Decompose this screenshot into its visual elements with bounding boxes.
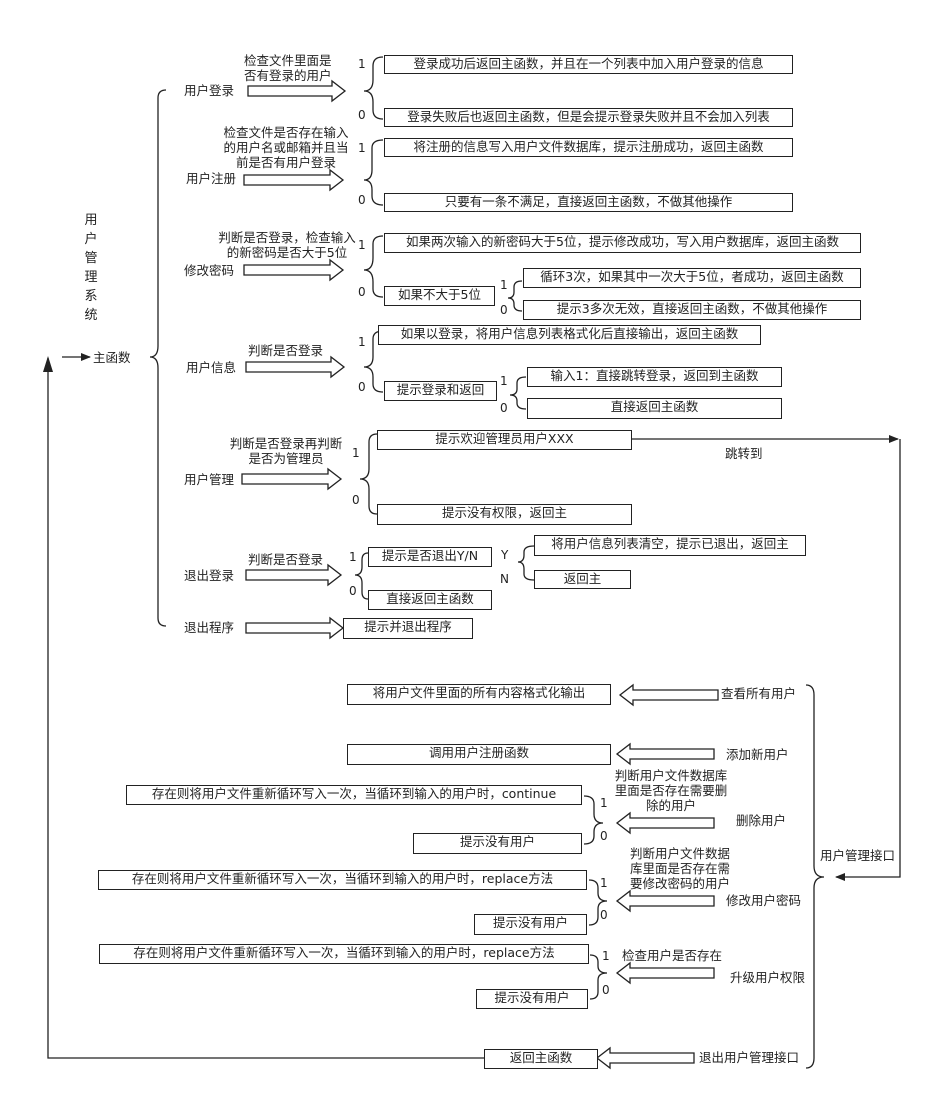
return-loop-arrowhead xyxy=(43,356,53,372)
modify-password-no-box: 提示没有用户 xyxy=(474,914,587,935)
user-info-check: 判断是否登录 xyxy=(248,343,324,358)
view-all-label: 查看所有用户 xyxy=(721,686,797,701)
logout-y-label: Y xyxy=(501,548,509,562)
logout-confirm-box: 提示是否退出Y/N xyxy=(368,547,492,567)
change-password-check: 判断是否登录，检查输入的新密码是否大于5位 xyxy=(218,230,356,260)
decision-braces xyxy=(354,56,535,600)
login-no-box: 登录失败后也返回主函数，但是会提示登录失败并且不会加入列表 xyxy=(384,108,793,127)
user-info-label: 用户信息 xyxy=(186,360,237,375)
login-label: 用户登录 xyxy=(184,83,235,98)
upgrade-permission-no-box: 提示没有用户 xyxy=(476,989,588,1009)
user-manage-denied-box: 提示没有权限，返回主 xyxy=(377,504,632,525)
register-label: 用户注册 xyxy=(186,171,237,186)
delete-user-no-digit: 0 xyxy=(600,829,608,843)
return-loop-line xyxy=(47,358,484,1059)
login-yes-box: 登录成功后返回主函数，并且在一个列表中加入用户登录的信息 xyxy=(384,55,793,74)
change-password-sub-yes-digit: 1 xyxy=(500,278,508,292)
user-info-no-box: 提示登录和返回 xyxy=(384,381,497,401)
logout-clear-box: 将用户信息列表清空，提示已退出，返回主 xyxy=(534,535,806,556)
change-password-yes-box: 如果两次输入的新密码大于5位，提示修改成功，写入用户数据库，返回主函数 xyxy=(384,233,861,253)
user-info-no-digit: 0 xyxy=(358,380,366,394)
change-password-label: 修改密码 xyxy=(184,263,235,278)
modify-password-no-digit: 0 xyxy=(600,908,608,922)
user-info-yes-box: 如果以登录，将用户信息列表格式化后直接输出，返回主函数 xyxy=(378,325,761,345)
user-manage-label: 用户管理 xyxy=(184,472,235,487)
user-info-return-box: 直接返回主函数 xyxy=(527,398,782,419)
admin-braces xyxy=(583,684,825,1069)
change-password-sub-no-digit: 0 xyxy=(500,303,508,317)
change-password-retry-box: 循环3次，如果其中一次大于5位，者成功，返回主函数 xyxy=(523,268,861,288)
logout-check: 判断是否登录 xyxy=(248,552,324,567)
logout-label: 退出登录 xyxy=(184,568,235,583)
user-info-login-box: 输入1：直接跳转登录，返回到主函数 xyxy=(527,367,782,387)
upgrade-permission-label: 升级用户权限 xyxy=(730,970,806,985)
user-info-sub-no-digit: 0 xyxy=(500,401,508,415)
change-password-yes-digit: 1 xyxy=(358,238,366,252)
logout-n-label: N xyxy=(500,572,509,586)
user-manage-welcome-box: 提示欢迎管理员用户XXX xyxy=(377,430,632,450)
upgrade-permission-yes-box: 存在则将用户文件重新循环写入一次，当循环到输入的用户时，replace方法 xyxy=(99,944,589,964)
modify-password-yes-digit: 1 xyxy=(600,876,608,890)
delete-user-yes-box: 存在则将用户文件重新循环写入一次，当循环到输入的用户时，continue xyxy=(126,785,582,805)
delete-user-label: 删除用户 xyxy=(736,813,787,828)
main-brace xyxy=(149,89,167,627)
logout-no-digit: 0 xyxy=(349,584,357,598)
system-title: 用户管理系统 xyxy=(84,213,98,323)
register-no-digit: 0 xyxy=(358,193,366,207)
main-function-label: 主函数 xyxy=(93,350,131,365)
register-check: 检查文件是否存在输入的用户名或邮箱并且当前是否有用户登录 xyxy=(223,125,349,170)
exit-admin-label: 退出用户管理接口 xyxy=(699,1050,800,1065)
delete-user-check: 判断用户文件数据库里面是否存在需要删除的用户 xyxy=(614,768,728,813)
upgrade-permission-no-digit: 0 xyxy=(602,983,610,997)
register-no-box: 只要有一条不满足，直接返回主函数，不做其他操作 xyxy=(384,193,793,212)
quit-label: 退出程序 xyxy=(184,620,235,635)
exit-admin-box: 返回主函数 xyxy=(484,1049,598,1069)
login-yes-digit: 1 xyxy=(358,57,366,71)
modify-password-yes-box: 存在则将用户文件重新循环写入一次，当循环到输入的用户时，replace方法 xyxy=(98,870,587,890)
user-info-yes-digit: 1 xyxy=(358,335,366,349)
upgrade-permission-yes-digit: 1 xyxy=(602,949,610,963)
jump-label: 跳转到 xyxy=(725,446,763,461)
register-yes-box: 将注册的信息写入用户文件数据库，提示注册成功，返回主函数 xyxy=(384,138,793,157)
modify-password-label: 修改用户密码 xyxy=(726,893,802,908)
jump-down-arrow xyxy=(835,439,901,881)
login-check: 检查文件里面是否有登录的用户 xyxy=(244,53,332,83)
view-all-box: 将用户文件里面的所有内容格式化输出 xyxy=(347,684,611,705)
user-manage-yes-digit: 1 xyxy=(352,446,360,460)
upgrade-permission-check: 检查用户是否存在 xyxy=(622,948,723,963)
register-yes-digit: 1 xyxy=(358,141,366,155)
delete-user-yes-digit: 1 xyxy=(600,796,608,810)
hollow-arrows-left xyxy=(595,683,719,1070)
modify-password-check: 判断用户文件数据库里面是否存在需要修改密码的用户 xyxy=(629,846,730,891)
change-password-fail-box: 提示3多次无效，直接返回主函数，不做其他操作 xyxy=(523,300,861,320)
logout-no-box: 直接返回主函数 xyxy=(368,590,492,610)
logout-return-box: 返回主 xyxy=(534,570,631,589)
add-user-box: 调用用户注册函数 xyxy=(347,744,611,765)
admin-interface-title: 用户管理接口 xyxy=(820,848,896,863)
logout-yes-digit: 1 xyxy=(349,550,357,564)
add-user-label: 添加新用户 xyxy=(726,747,789,762)
admin-main-brace xyxy=(805,684,825,1069)
user-info-sub-yes-digit: 1 xyxy=(500,374,508,388)
change-password-no-box: 如果不大于5位 xyxy=(384,286,495,306)
hollow-arrows-right xyxy=(241,79,347,640)
quit-box: 提示并退出程序 xyxy=(343,618,473,639)
login-no-digit: 0 xyxy=(358,108,366,122)
user-manage-check: 判断是否登录再判断是否为管理员 xyxy=(229,436,343,466)
delete-user-no-box: 提示没有用户 xyxy=(413,833,582,854)
change-password-no-digit: 0 xyxy=(358,285,366,299)
user-manage-no-digit: 0 xyxy=(352,493,360,507)
